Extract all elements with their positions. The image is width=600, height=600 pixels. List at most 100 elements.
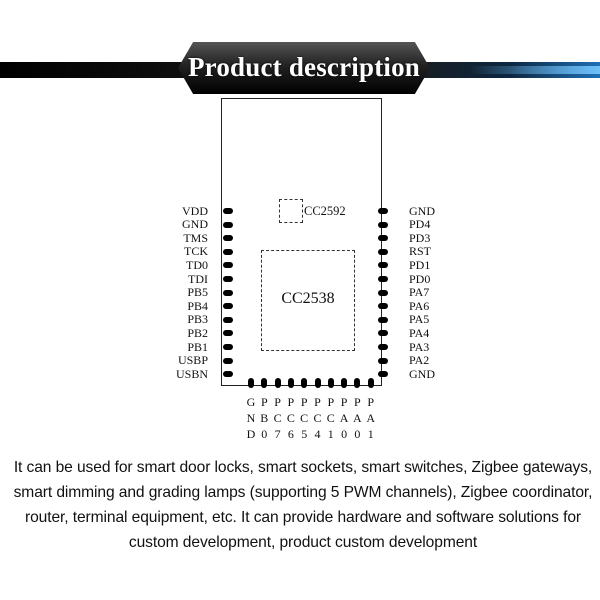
bottom-pin-label-char: P bbox=[314, 395, 321, 409]
left-pin-pad bbox=[223, 262, 233, 269]
bottom-pin-pad bbox=[341, 378, 348, 388]
bottom-pin-label-char: C bbox=[300, 411, 309, 425]
bottom-pin-label-char: P bbox=[367, 395, 375, 409]
left-pin-label: VDD bbox=[182, 203, 208, 218]
left-pin-label: PB4 bbox=[187, 298, 208, 313]
bottom-pin-pad bbox=[248, 378, 254, 388]
right-pin-label: GND bbox=[409, 203, 435, 218]
product-description: It can be used for smart door locks, sma… bbox=[13, 459, 593, 551]
bottom-pin-label-char: P bbox=[260, 395, 268, 409]
bottom-pin-label-char: 0 bbox=[261, 427, 268, 441]
bottom-pin-label-char: P bbox=[327, 395, 335, 409]
right-pin-label: PA3 bbox=[409, 339, 430, 354]
bottom-pin-label-char: N bbox=[246, 411, 256, 425]
left-pin-label: TD0 bbox=[186, 257, 208, 272]
bottom-pin-label-char: 7 bbox=[274, 427, 281, 441]
left-pin-pad bbox=[223, 357, 233, 364]
left-pin-label: PB1 bbox=[187, 339, 208, 354]
secondary-chip-label: CC2592 bbox=[304, 204, 346, 218]
right-pin-pad bbox=[378, 262, 388, 269]
right-pin-pad bbox=[378, 316, 388, 323]
right-pin-pad bbox=[378, 208, 388, 214]
bottom-pin-label-char: D bbox=[246, 427, 256, 441]
bottom-pin-pad bbox=[287, 378, 294, 388]
right-pin-label: PA4 bbox=[409, 325, 430, 340]
module-outline bbox=[221, 98, 382, 386]
right-pin-label: PD1 bbox=[409, 257, 431, 272]
bottom-pin-label-char: P bbox=[354, 395, 361, 409]
bottom-pin-label-char: A bbox=[366, 411, 376, 425]
left-pin-pad bbox=[223, 316, 233, 323]
right-pin-label: PD0 bbox=[409, 271, 431, 286]
left-pin-label: GND bbox=[182, 217, 208, 232]
secondary-chip-outline bbox=[279, 199, 303, 223]
bottom-pin-label-char: P bbox=[287, 395, 295, 409]
left-pin-pad bbox=[223, 344, 233, 350]
bottom-pin-pad bbox=[354, 378, 361, 388]
bottom-pin-label-char: 6 bbox=[287, 427, 294, 441]
left-pin-pad bbox=[223, 276, 233, 282]
bottom-pin-label-char: G bbox=[246, 395, 256, 409]
left-pin-label: TDI bbox=[188, 271, 208, 286]
bottom-pin-label-char: C bbox=[313, 411, 322, 425]
main-chip-label: CC2538 bbox=[281, 290, 335, 307]
right-pin-label: PA6 bbox=[409, 298, 430, 313]
bottom-pin-label-char: 1 bbox=[327, 427, 334, 441]
right-pin-pad bbox=[378, 330, 388, 337]
right-pin-pad bbox=[378, 248, 388, 255]
bottom-pin-pad bbox=[261, 378, 268, 388]
right-pin-label: PD3 bbox=[409, 230, 431, 245]
banner-title: Product description bbox=[187, 52, 421, 82]
right-pin-label: GND bbox=[409, 366, 435, 381]
left-pin-label: TMS bbox=[183, 230, 208, 245]
bottom-pin-pad bbox=[301, 378, 308, 388]
bottom-pin-label-char: C bbox=[326, 411, 335, 425]
bottom-pin-label-char: 1 bbox=[367, 427, 374, 441]
right-pin-label: PD4 bbox=[409, 217, 431, 232]
left-pin-pad bbox=[223, 289, 233, 296]
right-pin-pad bbox=[378, 344, 388, 350]
bottom-pin-pad bbox=[314, 378, 321, 388]
bottom-pin-label-char: P bbox=[274, 395, 281, 409]
bottom-pin-pad bbox=[367, 378, 374, 388]
bottom-pin-label-char: A bbox=[339, 411, 349, 425]
right-pin-pad bbox=[378, 289, 388, 296]
bottom-pin-label-char: C bbox=[273, 411, 282, 425]
left-pin-pad bbox=[223, 208, 233, 214]
left-pin-label: PB3 bbox=[187, 312, 208, 327]
left-pin-pad bbox=[223, 371, 233, 378]
left-pin-label: USBN bbox=[175, 366, 208, 381]
bottom-pin-pad bbox=[274, 378, 281, 388]
bottom-pin-label-char: B bbox=[260, 411, 269, 425]
right-pin-pad bbox=[378, 357, 388, 364]
bottom-pin-label-char: 5 bbox=[301, 427, 308, 441]
bottom-pin-label-char: 0 bbox=[354, 427, 361, 441]
main-chip-outline bbox=[261, 250, 355, 351]
left-pin-label: PB5 bbox=[187, 285, 208, 300]
bottom-pin-label-char: 0 bbox=[341, 427, 348, 441]
bottom-pin-label-char: P bbox=[300, 395, 308, 409]
right-pin-label: PA7 bbox=[409, 285, 430, 300]
bottom-pin-label-char: P bbox=[340, 395, 348, 409]
bottom-pin-pad bbox=[327, 378, 334, 388]
banner-plate bbox=[178, 42, 430, 94]
banner-glow bbox=[470, 66, 600, 74]
left-pin-label: PB2 bbox=[187, 325, 208, 340]
bottom-pin-label-char: C bbox=[286, 411, 295, 425]
left-pin-pad bbox=[223, 248, 233, 255]
right-pin-label: RST bbox=[409, 244, 432, 259]
left-pin-pad bbox=[223, 303, 233, 310]
right-pin-pad bbox=[378, 371, 388, 378]
right-pin-pad bbox=[378, 221, 388, 228]
bottom-pin-label-char: A bbox=[353, 411, 362, 425]
right-pin-label: PA2 bbox=[409, 353, 430, 368]
right-pin-pad bbox=[378, 303, 388, 310]
left-pin-label: TCK bbox=[184, 244, 208, 259]
left-pin-label: USBP bbox=[177, 353, 208, 368]
bottom-pin-label-char: 4 bbox=[314, 427, 321, 441]
left-pin-pad bbox=[223, 221, 233, 228]
right-pin-pad bbox=[378, 235, 388, 242]
right-pin-pad bbox=[378, 276, 388, 282]
left-pin-pad bbox=[223, 330, 233, 337]
left-pin-pad bbox=[223, 235, 233, 242]
